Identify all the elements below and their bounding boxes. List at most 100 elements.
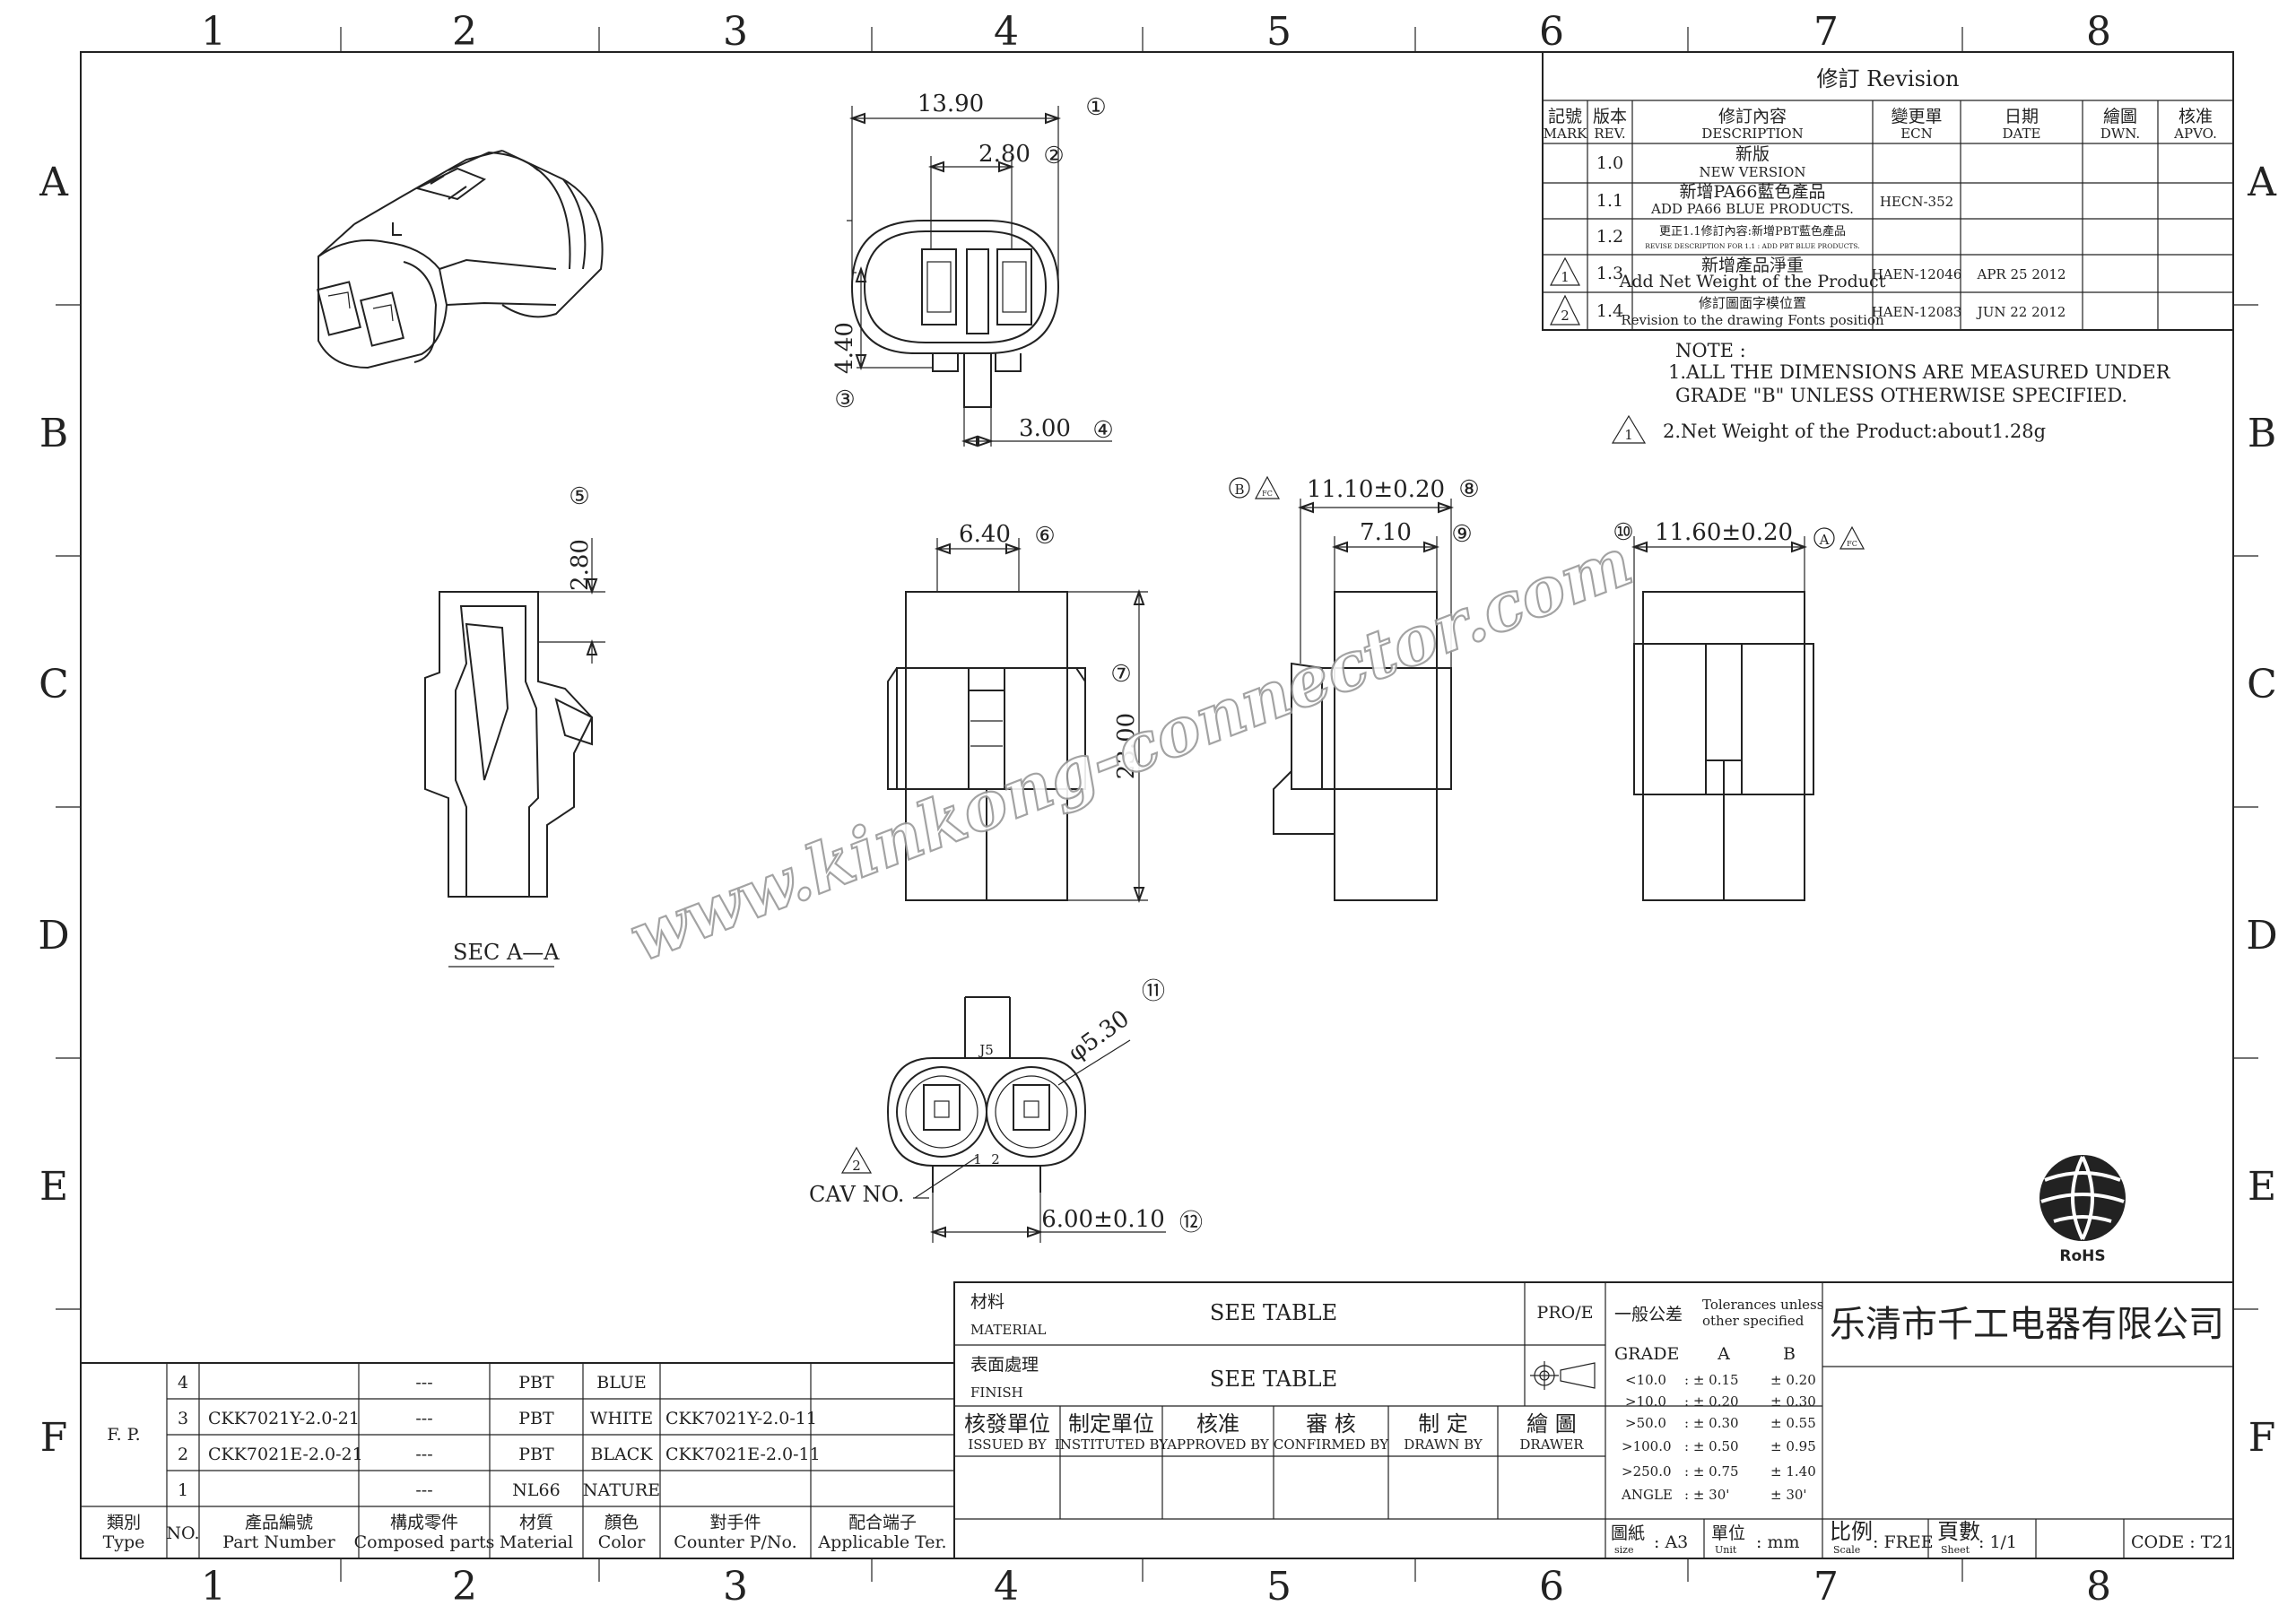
unit-value: : mm (1756, 1532, 1799, 1552)
parts-header-zh: 配合端子 (848, 1513, 917, 1532)
rev-row-desc-zh: 新增產品淨重 (1701, 256, 1804, 275)
dim-callout-2: ② (1043, 143, 1064, 169)
rev-row-rev: 1.2 (1596, 227, 1623, 247)
grid-col-label: 2 (452, 9, 477, 55)
grid-col-label: 2 (452, 1564, 477, 1610)
tol-a: : ± 0.75 (1684, 1463, 1739, 1480)
tol-b: ± 0.55 (1770, 1415, 1816, 1431)
parts-row-counter: CKK7021Y-2.0-11 (665, 1409, 817, 1428)
mating-face-view: J5 1 2 φ5.30 ⑪ 6.00±0.10 ⑫ 2 CAV NO. (809, 978, 1203, 1243)
parts-header-en: Composed parts (354, 1532, 495, 1552)
rev-row-desc-zh: 修訂圖面字模位置 (1699, 295, 1806, 311)
rev-header-apvo: 核准 (2179, 107, 2213, 126)
parts-header-zh: 產品編號 (245, 1513, 313, 1532)
signoff-zh: 制 定 (1418, 1411, 1468, 1436)
parts-row-no: 4 (178, 1373, 188, 1393)
rev-mark-triangle (1550, 256, 1580, 286)
parts-row-color: BLACK (590, 1445, 653, 1464)
grid-col-label: 4 (994, 1564, 1019, 1610)
grid-row-label: F (2248, 1415, 2276, 1461)
parts-header-en: NO. (166, 1523, 199, 1543)
note-line-1: 1.ALL THE DIMENSIONS ARE MEASURED UNDER (1668, 361, 2171, 383)
dim-2-80-top: 2.80 (978, 141, 1031, 168)
face-label: J5 (978, 1042, 994, 1058)
rev-header-date: 日期 (2005, 107, 2039, 126)
grade-b-header: B (1783, 1344, 1796, 1364)
rev-row-desc-en: ADD PA66 BLUE PRODUCTS. (1650, 201, 1854, 217)
rev-row-desc-en: REVISE DESCRIPTION FOR 1.1 : ADD PBT BLU… (1645, 242, 1859, 250)
dim-callout-3: ③ (834, 386, 855, 413)
grid-row-label: B (2248, 411, 2276, 456)
parts-header-zh: 材質 (519, 1513, 553, 1532)
finish-label-zh: 表面處理 (970, 1355, 1039, 1375)
front-view: 6.40 ⑥ 23.00 ⑦ (887, 521, 1148, 903)
tol-a: : ± 0.50 (1684, 1438, 1739, 1454)
rev-row-desc-en: Add Net Weight of the Product (1619, 272, 1886, 291)
fp-label: F. P. (107, 1425, 140, 1445)
parts-row-color: NATURE (583, 1480, 660, 1500)
revision-title: 修訂 Revision (1816, 66, 1959, 91)
datum-a-fc: FC (1847, 540, 1857, 548)
dim-callout-10: ⑩ (1613, 519, 1633, 546)
rev-row-desc-en: Revision to the drawing Fonts position (1621, 312, 1884, 328)
parts-row-comp: --- (415, 1480, 432, 1500)
grid-row-label: B (39, 411, 68, 456)
rev-header-desc: 修訂內容 (1718, 107, 1787, 126)
dim-6-40: 6.40 (959, 521, 1011, 548)
cav-no-2: 2 (991, 1151, 1000, 1167)
dim-callout-1: ① (1085, 94, 1106, 121)
tol-a: : ± 0.15 (1684, 1372, 1739, 1388)
paper-size-en: size (1614, 1544, 1633, 1556)
parts-header-en: Type (103, 1532, 145, 1552)
dim-11-60: 11.60±0.20 (1655, 519, 1793, 546)
rev-header-dwn-en: DWN. (2100, 126, 2140, 142)
company-name: 乐清市千工电器有限公司 (1830, 1304, 2224, 1345)
tol-b: ± 0.20 (1770, 1372, 1816, 1388)
tol-b: ± 0.95 (1770, 1438, 1816, 1454)
tol-range: >100.0 (1622, 1438, 1672, 1454)
parts-row-material: PBT (518, 1373, 554, 1393)
parts-header-zh: 對手件 (709, 1513, 761, 1532)
dim-callout-12: ⑫ (1179, 1210, 1203, 1237)
grid-row-label: A (39, 160, 69, 205)
parts-row-material: PBT (518, 1445, 554, 1464)
note-line-2: GRADE "B" UNLESS OTHERWISE SPECIFIED. (1675, 385, 2127, 406)
rev-row-date: APR 25 2012 (1976, 266, 2066, 282)
datum-a: A (1819, 532, 1830, 548)
rev-row-desc-zh: 新增PA66藍色產品 (1680, 182, 1826, 202)
tol-range: ANGLE (1621, 1487, 1673, 1503)
parts-row-color: WHITE (590, 1409, 653, 1428)
grid-col-label: 5 (1266, 9, 1292, 55)
grid-col-label: 7 (1813, 9, 1839, 55)
rev-header-rev-en: REV. (1594, 126, 1625, 142)
signoff-en: APPROVED BY (1166, 1436, 1270, 1453)
note-mark: 1 (1624, 427, 1633, 443)
rev-row-desc-zh: 新版 (1735, 144, 1770, 164)
rev-header-date-en: DATE (2003, 126, 2041, 142)
parts-header-zh: 顏色 (604, 1513, 639, 1532)
rev-header-rev: 版本 (1593, 107, 1627, 126)
grid-col-label: 1 (201, 9, 226, 55)
parts-header-zh: 類別 (107, 1513, 141, 1532)
dim-4-40: 4.40 (831, 322, 858, 374)
grid-col-label: 4 (994, 9, 1019, 55)
note-heading: NOTE : (1675, 340, 1746, 361)
dim-13-90: 13.90 (918, 91, 984, 117)
rev-row-mark: 1 (1561, 269, 1570, 285)
section-a-a-view: 2.80 ⑤ SEC A—A (424, 483, 605, 968)
projection-label: PRO/E (1537, 1303, 1594, 1323)
signoff-zh: 核發單位 (964, 1411, 1050, 1436)
parts-row-no: 1 (178, 1480, 188, 1500)
dim-callout-9: ⑨ (1451, 521, 1472, 548)
grid-col-label: 5 (1266, 1564, 1292, 1610)
rev-row-rev: 1.1 (1596, 191, 1623, 211)
drawing-code: CODE : T21 (2131, 1532, 2234, 1552)
signoff-en: DRAWER (1519, 1436, 1584, 1453)
rev-row-desc-en: NEW VERSION (1700, 164, 1806, 180)
tol-a: : ± 30' (1684, 1487, 1729, 1503)
scale-zh: 比例 (1830, 1519, 1873, 1544)
grid-row-label: F (40, 1415, 68, 1461)
top-view: 13.90 ① 2.80 ② 4.40 ③ 3.00 ④ (831, 91, 1114, 447)
tol-b: ± 30' (1770, 1487, 1807, 1503)
side-view: B FC 11.10±0.20 ⑧ 7.10 ⑨ (1229, 475, 1480, 901)
